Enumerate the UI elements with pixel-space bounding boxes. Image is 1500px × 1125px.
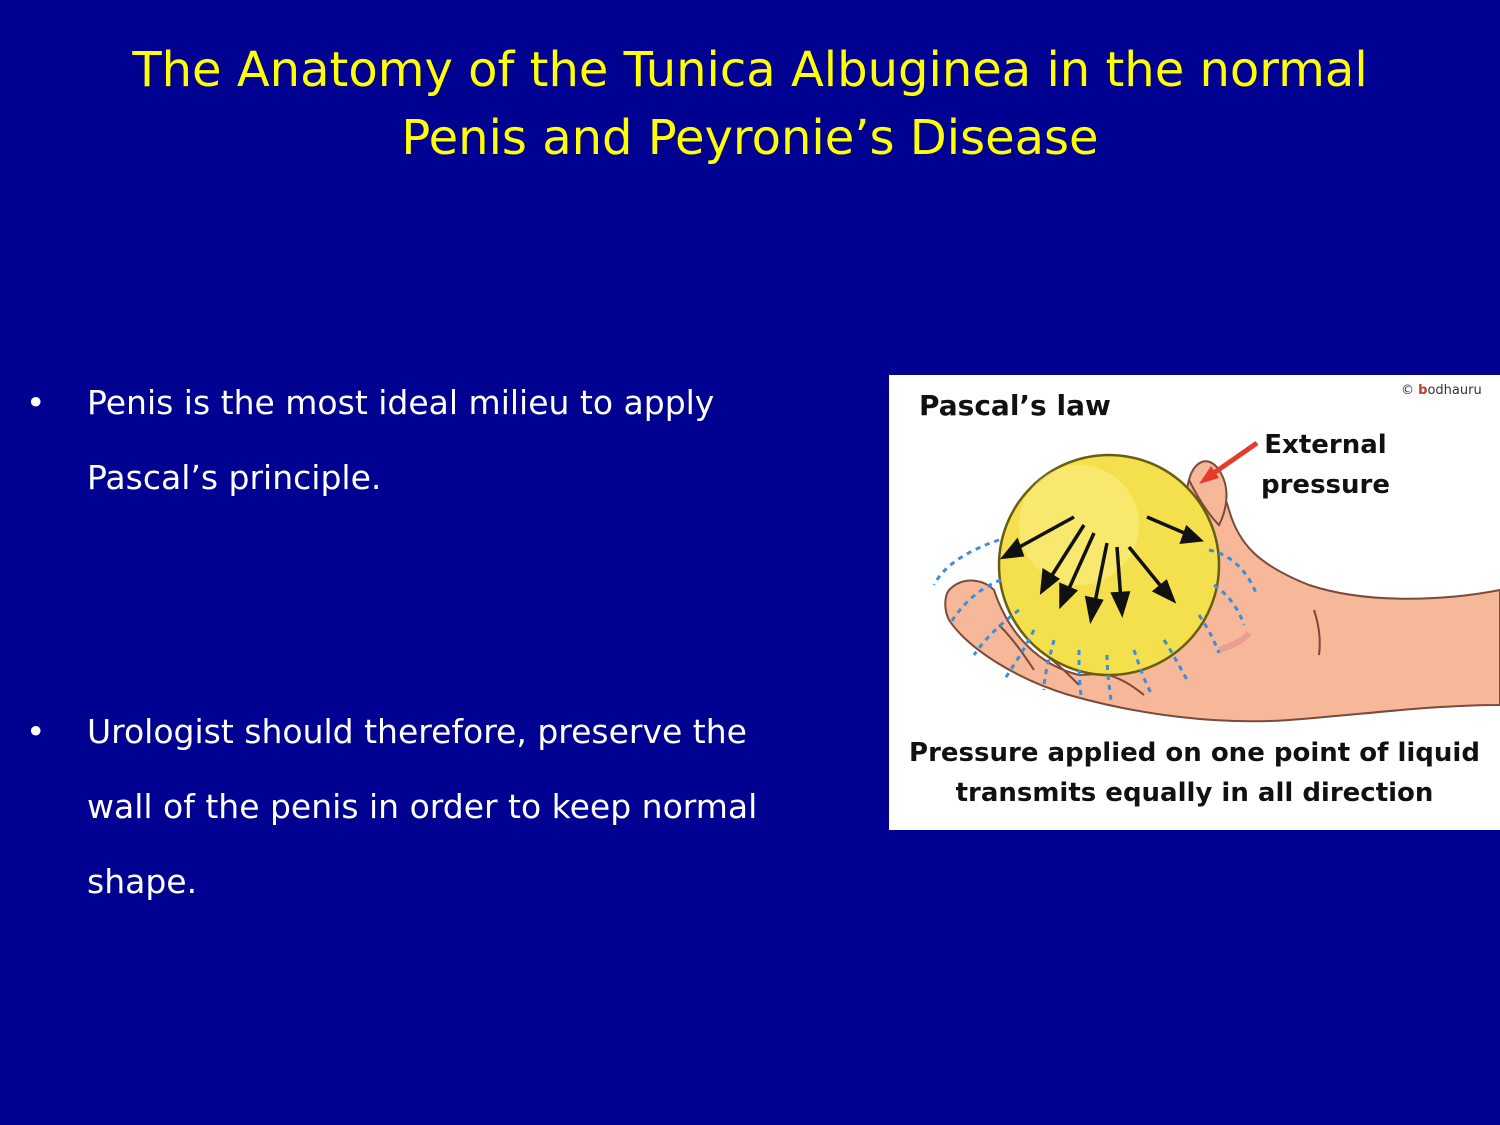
bullet-marker: • (26, 712, 46, 751)
figure-caption: Pressure applied on one point of liquid … (889, 733, 1500, 813)
external-pressure-label: External pressure (1261, 425, 1390, 505)
pascal-law-figure: Pascal’s law © bodhauru External pressur… (889, 375, 1500, 830)
bullet-line: Pascal’s principle. (87, 458, 382, 497)
external-label-line: pressure (1261, 470, 1390, 500)
bullet-line: wall of the penis in order to keep norma… (87, 787, 758, 826)
slide-title-line-1: The Anatomy of the Tunica Albuginea in t… (132, 42, 1368, 98)
figure-illustration (932, 440, 1500, 723)
bullet-text: Penis is the most ideal milieu to apply … (87, 365, 807, 515)
logo-copyright: © (1401, 383, 1414, 398)
logo-b: b (1418, 383, 1428, 398)
bullet-text: Urologist should therefore, preserve the… (87, 694, 807, 919)
bullet-line: Urologist should therefore, preserve the (87, 712, 747, 751)
caption-line: Pressure applied on one point of liquid (909, 738, 1480, 768)
pressure-dotted-lines (932, 538, 1259, 701)
slide-title: The Anatomy of the Tunica Albuginea in t… (0, 36, 1500, 172)
logo: © bodhauru (1401, 383, 1482, 398)
hand-illustration (944, 472, 1500, 723)
arrow-icon (1199, 440, 1259, 484)
bullet-item: • Urologist should therefore, preserve t… (26, 694, 816, 934)
caption-line: transmits equally in all direction (955, 778, 1434, 808)
logo-suffix: uru (1459, 383, 1482, 398)
bullet-item: • Penis is the most ideal milieu to appl… (26, 365, 816, 525)
internal-arrows (999, 515, 1205, 625)
slide-title-line-2: Penis and Peyronie’s Disease (401, 110, 1099, 166)
bullet-line: Penis is the most ideal milieu to apply (87, 383, 715, 422)
external-label-line: External (1264, 430, 1387, 460)
logo-text: odha (1427, 383, 1460, 398)
bullet-marker: • (26, 383, 46, 422)
bullet-list: • Penis is the most ideal milieu to appl… (26, 0, 826, 1125)
bullet-line: shape. (87, 862, 198, 901)
figure-title: Pascal’s law (919, 389, 1111, 422)
